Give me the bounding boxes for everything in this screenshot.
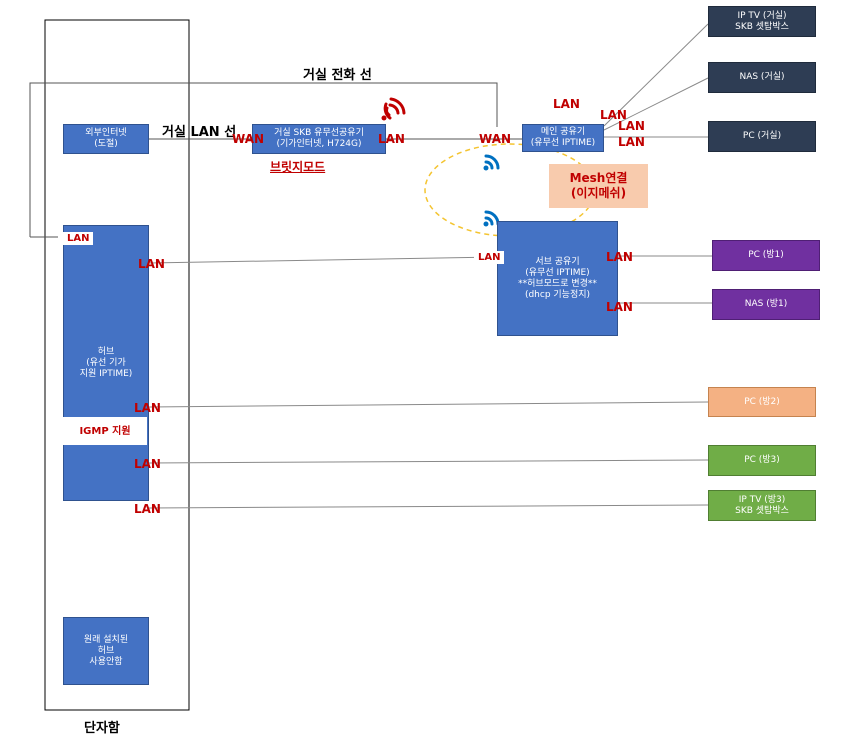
hub-sub-link — [148, 256, 498, 264]
phone-line-label: 거실 전화 선 — [303, 68, 372, 83]
external-internet-box: 외부인터넷 (도절) — [63, 124, 149, 154]
igmp-label: IGMP 지원 — [63, 417, 147, 445]
sub-router-box: 서브 공유기 (유무선 IPTIME) **허브모드로 변경** (dhcp 기… — [497, 221, 618, 336]
nas-room1-box: NAS (방1) — [712, 289, 820, 320]
wifi-blue-icon-sub — [483, 210, 500, 227]
skb-router-box: 거실 SKB 유무선공유기 (기가인터넷, H724G) — [252, 124, 386, 154]
wan-label-main: WAN — [479, 132, 512, 146]
lan-label-main-1: LAN — [600, 108, 627, 122]
hub-box: 허브 (유선 기가 지원 IPTIME) — [63, 225, 149, 501]
iptv-living-box: IP TV (거실) SKB 셋탑박스 — [708, 6, 816, 37]
lan-line-label: 거실 LAN 선 — [162, 125, 237, 140]
lan-label-hub-4: LAN — [134, 502, 161, 516]
bridge-mode-label: 브릿지모드 — [270, 160, 326, 174]
nas-living-box: NAS (거실) — [708, 62, 816, 93]
wifi-red-icon — [381, 97, 406, 121]
lan-label-hub-1: LAN — [138, 257, 165, 271]
iptv-room3-box: IP TV (방3) SKB 셋탑박스 — [708, 490, 816, 521]
link-pc-room3 — [148, 459, 709, 464]
link-iptv-room3 — [148, 504, 709, 509]
wan-label-skb: WAN — [232, 132, 265, 146]
link-iptv-living — [603, 23, 709, 127]
old-hub-box: 원래 설치된 허브 사용안함 — [63, 617, 149, 685]
lan-label-main-3: LAN — [618, 135, 645, 149]
main-router-box: 메인 공유기 (유무선 IPTIME) — [522, 124, 604, 152]
mesh-label-box: Mesh연결 (이지메쉬) — [549, 164, 648, 208]
lan-label-hub-2: LAN — [134, 401, 161, 415]
wifi-blue-icon-main — [483, 154, 500, 171]
lan-label-hub-3: LAN — [134, 457, 161, 471]
lan-label-skb: LAN — [378, 132, 405, 146]
lan-label-phone-end: LAN — [63, 232, 94, 245]
pc-room2-box: PC (방2) — [708, 387, 816, 417]
lan-label-sub-1: LAN — [606, 250, 633, 264]
pc-room3-box: PC (방3) — [708, 445, 816, 476]
lan-label-sub-in: LAN — [474, 251, 505, 264]
phone-line — [29, 82, 498, 237]
lan-label-main-top: LAN — [553, 97, 580, 111]
link-nas-living — [603, 77, 709, 131]
link-pc-room2 — [148, 401, 709, 408]
lan-label-main-2: LAN — [618, 119, 645, 133]
pc-room1-box: PC (방1) — [712, 240, 820, 271]
pc-living-box: PC (거실) — [708, 121, 816, 152]
cabinet-outline — [44, 19, 190, 711]
lan-label-sub-2: LAN — [606, 300, 633, 314]
cabinet-label: 단자함 — [84, 721, 120, 736]
